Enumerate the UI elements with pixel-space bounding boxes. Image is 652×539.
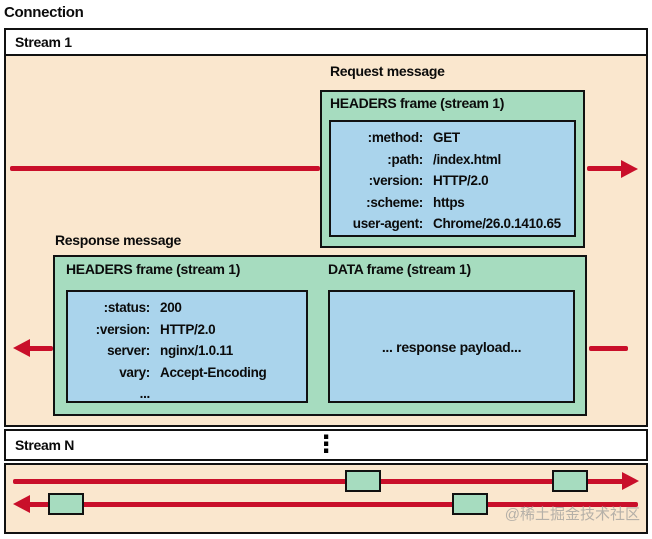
response-payload-text: ... response payload...	[381, 338, 522, 355]
streamN-panel: Stream N ⋮	[4, 429, 648, 461]
header-key: ...	[139, 386, 151, 401]
request-arrow-line	[10, 166, 320, 171]
header-row: :version: HTTP/2.0	[76, 319, 298, 341]
response-headers-frame-title: HEADERS frame (stream 1)	[66, 261, 241, 277]
vertical-ellipsis-icon: ⋮	[314, 431, 338, 458]
response-arrow-line	[27, 346, 53, 351]
header-key: :method:	[367, 130, 424, 145]
header-row: :scheme: https	[339, 192, 566, 214]
header-row: :status: 200	[76, 297, 298, 319]
header-key: vary:	[119, 364, 150, 380]
header-key: :path:	[387, 151, 423, 167]
frame-chip	[345, 470, 381, 492]
header-key: :version:	[368, 173, 424, 188]
response-data-box: ... response payload...	[328, 290, 575, 403]
request-arrow-line	[587, 166, 623, 171]
response-arrow-line	[589, 346, 628, 351]
streamN-label: Stream N	[15, 437, 75, 453]
arrow-right-icon	[622, 472, 639, 490]
stream1-body: Request message HEADERS frame (stream 1)…	[6, 56, 646, 423]
frame-chip	[452, 493, 488, 515]
header-value: Accept-Encoding	[160, 364, 267, 380]
header-key: :status:	[103, 300, 151, 315]
response-headers-box: :status: 200 :version: HTTP/2.0 server: …	[66, 290, 308, 403]
frame-chip	[552, 470, 588, 492]
request-headers-frame: HEADERS frame (stream 1) :method: GET :p…	[320, 90, 585, 248]
header-key: server:	[107, 343, 150, 358]
response-frames-group: HEADERS frame (stream 1) :status: 200 :v…	[53, 255, 587, 416]
outbound-arrow-line	[13, 479, 624, 484]
header-key: user-agent:	[352, 216, 424, 231]
header-key: :scheme:	[366, 194, 423, 210]
multiplexed-streams-panel: @稀土掘金技术社区	[4, 463, 648, 534]
stream1-label: Stream 1	[15, 34, 72, 50]
response-message-label: Response message	[55, 232, 181, 248]
header-value: HTTP/2.0	[160, 321, 216, 337]
header-row: user-agent: Chrome/26.0.1410.65	[339, 213, 566, 235]
inbound-arrow-line	[27, 502, 638, 507]
header-value: https	[433, 194, 465, 210]
header-row: :path: /index.html	[339, 149, 566, 171]
arrow-left-icon	[13, 495, 30, 513]
response-data-frame-title: DATA frame (stream 1)	[328, 261, 471, 277]
request-message-label: Request message	[330, 63, 445, 79]
header-value: HTTP/2.0	[433, 173, 489, 188]
header-key: :version:	[95, 321, 151, 337]
arrow-right-icon	[621, 160, 638, 178]
request-headers-box: :method: GET :path: /index.html :version…	[329, 120, 576, 237]
header-row: vary: Accept-Encoding	[76, 362, 298, 384]
request-frame-title: HEADERS frame (stream 1)	[330, 95, 505, 111]
header-value: nginx/1.0.11	[160, 343, 233, 358]
header-value	[160, 383, 298, 405]
header-value: GET	[433, 130, 460, 145]
connection-label: Connection	[4, 4, 84, 21]
header-row: :method: GET	[339, 127, 566, 149]
arrow-left-icon	[13, 339, 30, 357]
header-row: ...	[76, 383, 298, 405]
header-value: 200	[160, 300, 182, 315]
header-value: Chrome/26.0.1410.65	[433, 216, 561, 231]
header-value: /index.html	[433, 151, 501, 167]
stream1-header: Stream 1	[6, 30, 646, 56]
stream1-panel: Stream 1 Request message HEADERS frame (…	[4, 28, 648, 427]
header-row: :version: HTTP/2.0	[339, 170, 566, 192]
frame-chip	[48, 493, 84, 515]
watermark-text: @稀土掘金技术社区	[504, 506, 640, 523]
header-row: server: nginx/1.0.11	[76, 340, 298, 362]
